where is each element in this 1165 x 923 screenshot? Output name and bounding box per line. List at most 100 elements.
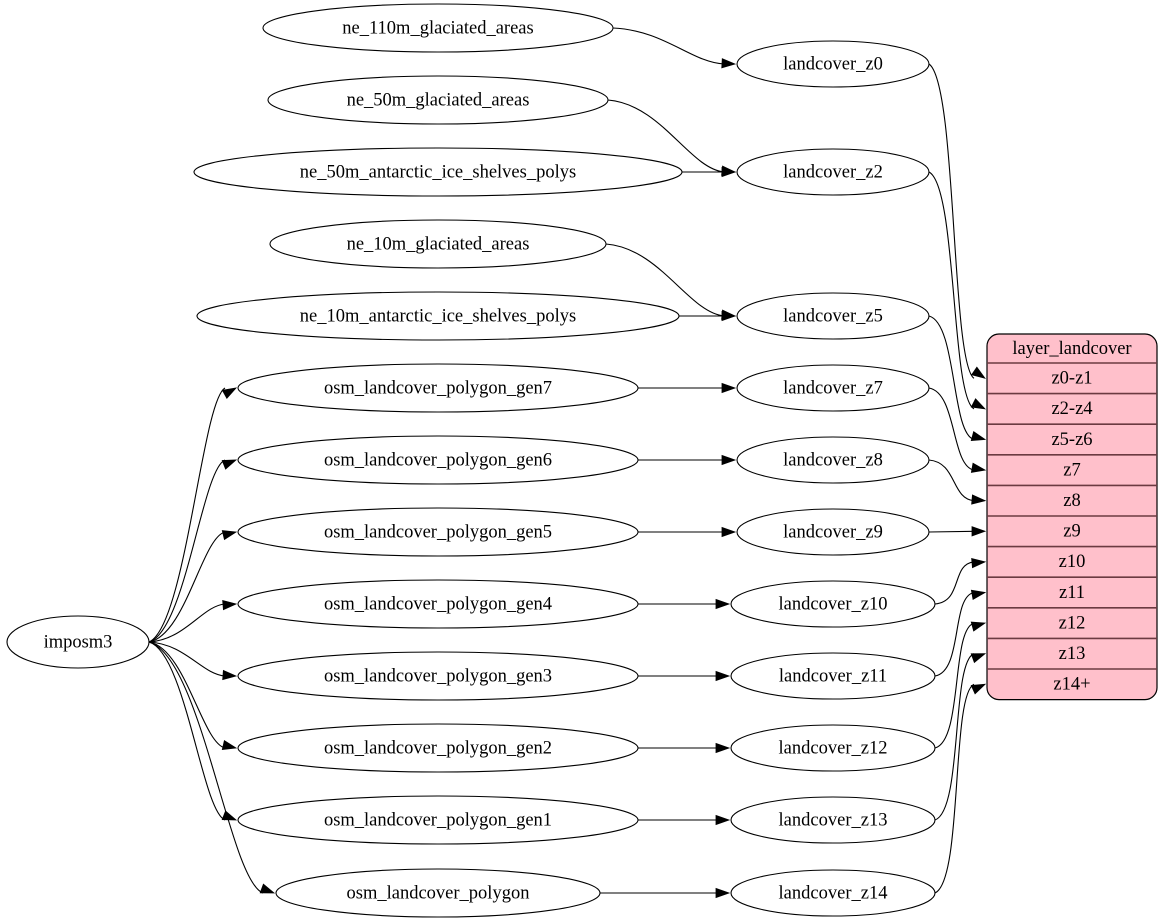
table-row-label: z7 (1063, 460, 1080, 480)
node-label: ne_10m_glaciated_areas (347, 234, 530, 254)
node-label: osm_landcover_polygon_gen1 (324, 810, 552, 830)
node-label: osm_landcover_polygon (347, 883, 530, 903)
edge-landcover-z14-to-z14 (934, 683, 987, 894)
node-ellipse (267, 75, 609, 125)
node-landcover-z13[interactable]: landcover_z13 (730, 796, 936, 844)
arrow-head-icon (721, 166, 737, 178)
table-row-z9[interactable]: z9 (987, 515, 1157, 542)
node-ellipse (237, 579, 639, 629)
edge-line (605, 243, 725, 317)
node-landcover-z11[interactable]: landcover_z11 (730, 652, 936, 700)
node-label: landcover_z2 (783, 162, 883, 182)
edge-ne-10m-antarctic-ice-shelves-polys-to-landcover-z5 (679, 310, 737, 322)
nodes-layer: imposm3 ne_110m_glaciated_areas ne_50m_gla… (6, 3, 936, 918)
arrow-head-icon (971, 366, 986, 379)
node-ellipse (736, 508, 930, 556)
node-landcover-z5[interactable]: landcover_z5 (736, 292, 930, 340)
node-label: osm_landcover_polygon_gen7 (324, 378, 552, 398)
node-osm-landcover-polygon-gen7[interactable]: osm_landcover_polygon_gen7 (237, 363, 639, 413)
edge-line (928, 63, 975, 379)
edge-ne-110m-glaciated-areas-to-landcover-z0 (612, 27, 737, 69)
node-ne-10m-antarctic-ice-shelves-polys[interactable]: ne_10m_antarctic_ice_shelves_polys (196, 291, 680, 341)
node-osm-landcover-polygon-gen1[interactable]: osm_landcover_polygon_gen1 (237, 795, 639, 845)
edge-line (612, 27, 725, 65)
table-row-z5-z6[interactable]: z5-z6 (987, 423, 1157, 450)
table-row-z2-z4[interactable]: z2-z4 (987, 392, 1157, 420)
table-row-label: z10 (1059, 552, 1086, 572)
node-ellipse (736, 364, 930, 412)
edge-imposm3-to-osm-landcover-polygon-gen3 (148, 641, 238, 681)
table-row-label: z9 (1063, 522, 1080, 542)
node-ellipse (237, 795, 639, 845)
node-ellipse (736, 40, 930, 88)
arrow-head-icon (715, 598, 731, 610)
node-osm-landcover-polygon-gen3[interactable]: osm_landcover_polygon_gen3 (237, 651, 639, 701)
arrow-head-icon (222, 669, 238, 681)
node-osm-landcover-polygon[interactable]: osm_landcover_polygon (275, 868, 601, 918)
table-row-z11[interactable]: z11 (987, 576, 1157, 603)
node-ellipse (196, 291, 680, 341)
node-landcover-z8[interactable]: landcover_z8 (736, 436, 930, 484)
edge-osm-landcover-polygon-gen4-to-landcover-z10 (638, 598, 731, 610)
arrow-head-icon (259, 883, 276, 894)
arrow-head-icon (221, 387, 238, 399)
node-ellipse (730, 580, 936, 628)
table-row-z12[interactable]: z12 (987, 606, 1157, 634)
node-ellipse (237, 651, 639, 701)
edge-imposm3-to-osm-landcover-polygon-gen4 (148, 599, 238, 643)
arrow-head-icon (971, 494, 987, 505)
node-ellipse (730, 724, 936, 772)
node-imposm3[interactable]: imposm3 (6, 615, 150, 669)
node-osm-landcover-polygon-gen6[interactable]: osm_landcover_polygon_gen6 (237, 435, 639, 485)
node-landcover-z0[interactable]: landcover_z0 (736, 40, 930, 88)
edge-imposm3-to-osm-landcover-polygon-gen1 (148, 641, 238, 821)
node-label: osm_landcover_polygon_gen3 (324, 666, 552, 686)
node-ellipse (237, 435, 639, 485)
node-landcover-z2[interactable]: landcover_z2 (736, 148, 930, 196)
node-landcover-z12[interactable]: landcover_z12 (730, 724, 936, 772)
table-header-label: layer_landcover (1012, 339, 1131, 359)
node-ellipse (736, 148, 930, 196)
edge-landcover-z12-to-z12 (934, 621, 987, 749)
edge-line (934, 683, 975, 894)
edge-osm-landcover-polygon-gen5-to-landcover-z9 (638, 526, 737, 538)
table-row-label: z5-z6 (1051, 430, 1092, 450)
node-osm-landcover-polygon-gen4[interactable]: osm_landcover_polygon_gen4 (237, 579, 639, 629)
edge-line (934, 653, 975, 821)
table-row-z0-z1[interactable]: z0-z1 (987, 362, 1157, 389)
edge-line (148, 387, 226, 643)
table-row-z7[interactable]: z7 (987, 453, 1157, 481)
node-ne-50m-glaciated-areas[interactable]: ne_50m_glaciated_areas (267, 75, 609, 125)
node-ellipse (730, 796, 936, 844)
node-label: landcover_z12 (779, 738, 888, 758)
node-landcover-z14[interactable]: landcover_z14 (730, 869, 936, 917)
arrow-head-icon (970, 431, 987, 442)
table-row-z8[interactable]: z8 (987, 484, 1157, 511)
node-label: osm_landcover_polygon_gen2 (324, 738, 552, 758)
edge-landcover-z2-to-z2-z4 (928, 171, 987, 410)
node-ne-110m-glaciated-areas[interactable]: ne_110m_glaciated_areas (262, 3, 614, 53)
node-label: landcover_z11 (779, 666, 887, 686)
node-landcover-z10[interactable]: landcover_z10 (730, 580, 936, 628)
node-ellipse (237, 363, 639, 413)
node-label: ne_50m_glaciated_areas (347, 90, 530, 110)
node-label: imposm3 (44, 632, 113, 652)
table-row-z13[interactable]: z13 (987, 637, 1157, 664)
table-row-label: z0-z1 (1051, 369, 1092, 389)
node-label: landcover_z8 (783, 450, 883, 470)
table-row-z10[interactable]: z10 (987, 545, 1157, 573)
node-landcover-z7[interactable]: landcover_z7 (736, 364, 930, 412)
node-ne-10m-glaciated-areas[interactable]: ne_10m_glaciated_areas (269, 219, 607, 269)
arrow-head-icon (721, 454, 737, 466)
node-ellipse (736, 292, 930, 340)
node-osm-landcover-polygon-gen2[interactable]: osm_landcover_polygon_gen2 (237, 723, 639, 773)
edge-line (928, 171, 975, 410)
table-row-z14[interactable]: z14+ (987, 668, 1157, 695)
node-ellipse (193, 147, 683, 197)
node-ellipse (237, 507, 639, 557)
table-row-label: z13 (1059, 644, 1086, 664)
node-landcover-z9[interactable]: landcover_z9 (736, 508, 930, 556)
node-osm-landcover-polygon-gen5[interactable]: osm_landcover_polygon_gen5 (237, 507, 639, 557)
node-ne-50m-antarctic-ice-shelves-polys[interactable]: ne_50m_antarctic_ice_shelves_polys (193, 147, 683, 197)
